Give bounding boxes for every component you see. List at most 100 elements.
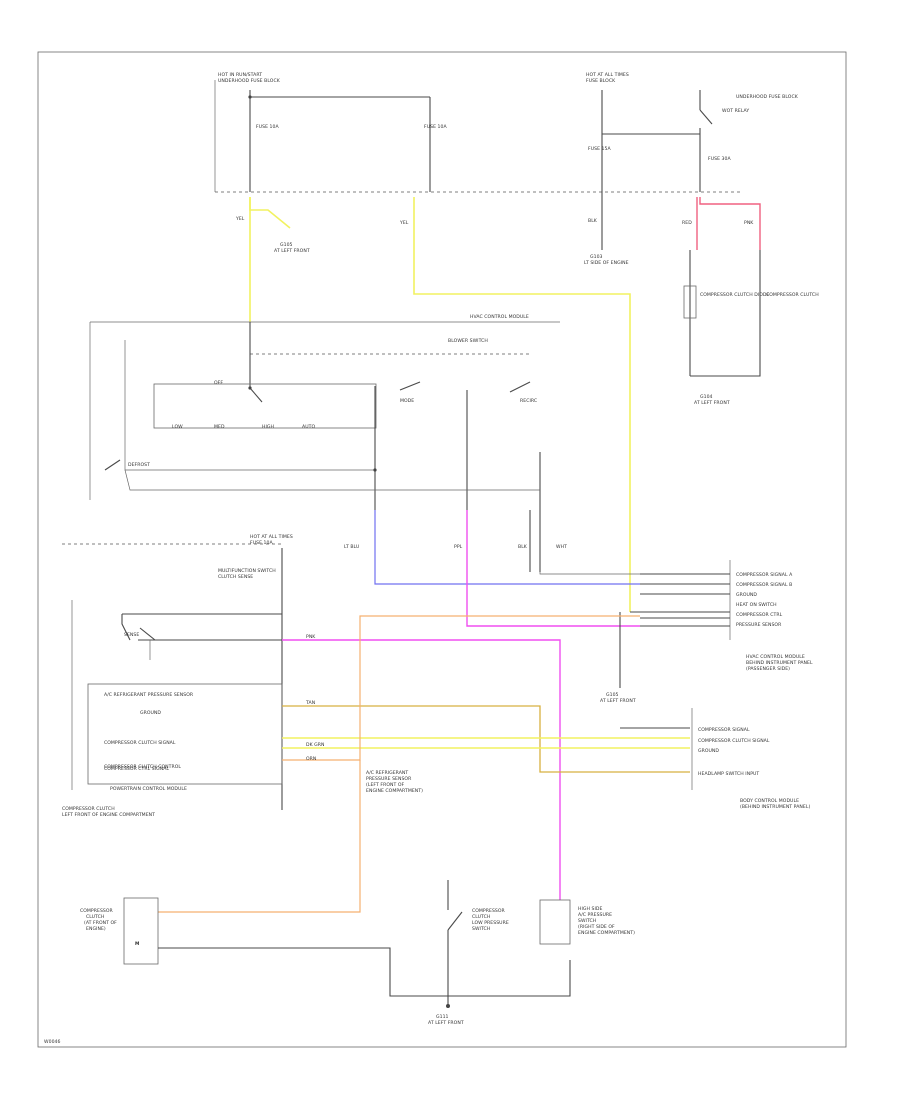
svg-text:DK GRN: DK GRN xyxy=(306,742,325,748)
svg-text:G111: G111 xyxy=(436,1014,449,1020)
bcm-connector: COMPRESSOR SIGNAL COMPRESSOR CLUTCH SIGN… xyxy=(620,708,810,810)
hvac-control-module: HVAC CONTROL MODULE BLOWER SWITCH OFF LO… xyxy=(89,314,560,572)
svg-text:LT SIDE OF ENGINE: LT SIDE OF ENGINE xyxy=(584,260,629,266)
svg-text:GROUND: GROUND xyxy=(140,710,161,716)
black-wire-bottom xyxy=(158,947,571,997)
hvac-connector: COMPRESSOR SIGNAL A COMPRESSOR SIGNAL B … xyxy=(630,560,813,672)
svg-text:ENGINE COMPARTMENT): ENGINE COMPARTMENT) xyxy=(366,788,423,794)
svg-text:FUSE 15A: FUSE 15A xyxy=(588,146,611,152)
svg-text:AT LEFT FRONT: AT LEFT FRONT xyxy=(694,400,730,406)
svg-text:SWITCH: SWITCH xyxy=(578,918,596,924)
svg-text:FUSE 30A: FUSE 30A xyxy=(708,156,731,162)
svg-text:FUSE BLOCK: FUSE BLOCK xyxy=(586,78,616,84)
diagram-frame xyxy=(37,51,847,1048)
compressor-clutch-left: COMPRESSOR CLUTCH (AT FRONT OF ENGINE) M xyxy=(80,897,159,965)
svg-text:G104: G104 xyxy=(700,394,713,400)
orange-wire xyxy=(282,615,640,761)
underhood-fuse-block-top: HOT IN RUN/START UNDERHOOD FUSE BLOCK FU… xyxy=(214,72,740,193)
svg-text:BLK: BLK xyxy=(588,218,598,224)
svg-text:COMPRESSOR CLUTCH CONTROL: COMPRESSOR CLUTCH CONTROL xyxy=(104,764,181,770)
red-wire-right xyxy=(699,197,761,250)
svg-text:A/C PRESSURE: A/C PRESSURE xyxy=(578,912,612,918)
svg-text:LEFT FRONT OF ENGINE COMPARTME: LEFT FRONT OF ENGINE COMPARTMENT xyxy=(62,812,155,818)
svg-text:HEADLAMP SWITCH INPUT: HEADLAMP SWITCH INPUT xyxy=(698,771,759,777)
svg-text:(AT FRONT OF: (AT FRONT OF xyxy=(84,920,117,926)
svg-text:ENGINE COMPARTMENT): ENGINE COMPARTMENT) xyxy=(578,930,635,936)
hot-at-all-times-fuse: HOT AT ALL TIMES FUSE BLOCK FUSE 15A BLK… xyxy=(584,72,700,266)
svg-text:BLK: BLK xyxy=(518,544,528,550)
svg-text:COMPRESSOR: COMPRESSOR xyxy=(472,908,506,914)
svg-text:POWERTRAIN CONTROL MODULE: POWERTRAIN CONTROL MODULE xyxy=(110,786,187,792)
svg-text:FUSE 10A: FUSE 10A xyxy=(424,124,447,130)
high-pressure-switch: HIGH SIDE A/C PRESSURE SWITCH (RIGHT SID… xyxy=(539,899,635,945)
svg-text:COMPRESSOR CLUTCH SIGNAL: COMPRESSOR CLUTCH SIGNAL xyxy=(104,740,176,746)
gray-wire-a xyxy=(539,572,640,575)
svg-text:OFF: OFF xyxy=(214,380,223,386)
svg-text:AT LEFT FRONT: AT LEFT FRONT xyxy=(428,1020,464,1026)
svg-text:PRESSURE SENSOR: PRESSURE SENSOR xyxy=(736,622,782,628)
svg-text:CLUTCH: CLUTCH xyxy=(472,914,490,920)
svg-text:COMPRESSOR CTRL: COMPRESSOR CTRL xyxy=(736,612,783,618)
svg-text:COMPRESSOR CLUTCH SIGNAL: COMPRESSOR CLUTCH SIGNAL xyxy=(698,738,770,744)
ac-pressure-sensor-label: A/C REFRIGERANT PRESSURE SENSOR (LEFT FR… xyxy=(366,770,423,794)
svg-text:HEAT ON SWITCH: HEAT ON SWITCH xyxy=(736,602,777,608)
svg-text:A/C REFRIGERANT PRESSURE SENSO: A/C REFRIGERANT PRESSURE SENSOR xyxy=(104,692,194,698)
svg-text:PRESSURE SENSOR: PRESSURE SENSOR xyxy=(366,776,412,782)
svg-text:HOT AT ALL TIMES: HOT AT ALL TIMES xyxy=(250,534,293,540)
svg-text:(PASSENGER SIDE): (PASSENGER SIDE) xyxy=(746,666,790,672)
svg-text:COMPRESSOR CLUTCH: COMPRESSOR CLUTCH xyxy=(62,806,115,812)
svg-text:LT BLU: LT BLU xyxy=(344,544,359,550)
svg-text:MED: MED xyxy=(214,424,225,430)
gold-wire xyxy=(282,705,690,773)
svg-text:BODY CONTROL MODULE: BODY CONTROL MODULE xyxy=(740,798,799,804)
svg-text:BLOWER SWITCH: BLOWER SWITCH xyxy=(448,338,488,344)
svg-text:WOT RELAY: WOT RELAY xyxy=(722,108,749,114)
svg-text:DEFROST: DEFROST xyxy=(128,462,150,468)
svg-text:RECIRC: RECIRC xyxy=(520,398,537,404)
svg-text:COMPRESSOR: COMPRESSOR xyxy=(80,908,114,914)
pink-wire-mid xyxy=(282,639,561,900)
yellow-wire-3 xyxy=(413,197,631,612)
svg-text:HVAC CONTROL MODULE: HVAC CONTROL MODULE xyxy=(470,314,529,320)
svg-text:M: M xyxy=(135,941,139,947)
svg-text:AT LEFT FRONT: AT LEFT FRONT xyxy=(274,248,310,254)
svg-text:AUTO: AUTO xyxy=(302,424,315,430)
pink-wire-top xyxy=(466,510,640,627)
svg-text:CLUTCH SENSE: CLUTCH SENSE xyxy=(218,574,253,580)
svg-text:GROUND: GROUND xyxy=(698,748,719,754)
svg-text:A/C REFRIGERANT: A/C REFRIGERANT xyxy=(366,770,408,776)
svg-text:UNDERHOOD FUSE BLOCK: UNDERHOOD FUSE BLOCK xyxy=(736,94,799,100)
svg-text:COMPRESSOR CLUTCH DIODE: COMPRESSOR CLUTCH DIODE xyxy=(700,292,769,298)
svg-text:UNDERHOOD FUSE BLOCK: UNDERHOOD FUSE BLOCK xyxy=(218,78,281,84)
svg-text:CLUTCH: CLUTCH xyxy=(86,914,104,920)
svg-text:COMPRESSOR SIGNAL B: COMPRESSOR SIGNAL B xyxy=(736,582,792,588)
ground-bottom: G111 AT LEFT FRONT xyxy=(428,996,464,1026)
svg-text:LOW: LOW xyxy=(172,424,183,430)
svg-text:PNK: PNK xyxy=(306,634,316,640)
svg-text:MULTIFUNCTION SWITCH: MULTIFUNCTION SWITCH xyxy=(218,568,276,574)
svg-text:RED: RED xyxy=(682,220,692,226)
blue-wire xyxy=(374,510,640,585)
svg-text:G105: G105 xyxy=(606,692,619,698)
svg-text:PPL: PPL xyxy=(454,544,463,550)
page-code: W0046 xyxy=(44,1039,61,1045)
svg-text:COMPRESSOR CLUTCH: COMPRESSOR CLUTCH xyxy=(766,292,819,298)
svg-text:LOW PRESSURE: LOW PRESSURE xyxy=(472,920,509,926)
yellow-wire-1 xyxy=(249,197,291,229)
svg-text:MODE: MODE xyxy=(400,398,414,404)
svg-text:FUSE 10A: FUSE 10A xyxy=(250,540,273,546)
svg-text:ORN: ORN xyxy=(306,756,316,762)
low-pressure-switch: COMPRESSOR CLUTCH LOW PRESSURE SWITCH xyxy=(447,880,509,996)
orange-wire-down xyxy=(158,760,361,913)
svg-text:(BEHIND INSTRUMENT PANEL): (BEHIND INSTRUMENT PANEL) xyxy=(740,804,810,810)
svg-text:SENSE: SENSE xyxy=(124,632,139,638)
svg-text:G105: G105 xyxy=(280,242,293,248)
svg-text:COMPRESSOR SIGNAL: COMPRESSOR SIGNAL xyxy=(698,727,750,733)
svg-text:YEL: YEL xyxy=(399,220,409,226)
svg-text:HOT IN RUN/START: HOT IN RUN/START xyxy=(218,72,262,78)
svg-text:PNK: PNK xyxy=(744,220,754,226)
svg-text:HIGH SIDE: HIGH SIDE xyxy=(578,906,602,912)
svg-text:AT LEFT FRONT: AT LEFT FRONT xyxy=(600,698,636,704)
ecm-fuse-block: HOT AT ALL TIMES FUSE 10A MULTIFUNCTION … xyxy=(62,534,293,818)
